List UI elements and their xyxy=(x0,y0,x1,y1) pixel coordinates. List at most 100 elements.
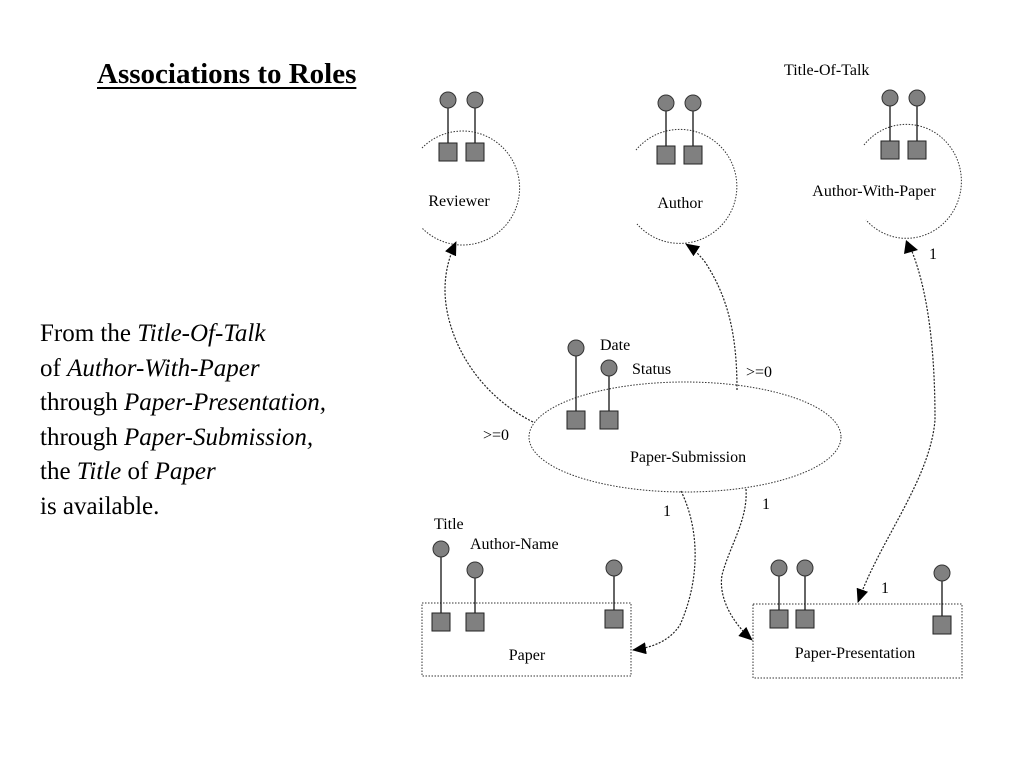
entity-label: Paper-Presentation xyxy=(795,645,916,662)
attribute-square-icon xyxy=(604,609,624,629)
attributes xyxy=(431,89,952,635)
attribute-square-icon xyxy=(465,142,485,162)
attribute-square-icon xyxy=(769,609,789,629)
text-run: the xyxy=(40,458,77,485)
text-run: of xyxy=(121,458,155,485)
description-line: through Paper-Submission, xyxy=(40,421,326,456)
role-author-with-paper[interactable]: Author-With-Paper xyxy=(812,123,962,239)
attribute-circle-icon xyxy=(439,91,457,109)
description-text: From the Title-Of-Talk of Author-With-Pa… xyxy=(40,317,326,524)
attribute-label-author-name: Author-Name xyxy=(470,536,559,553)
attribute-circle-icon xyxy=(567,339,585,357)
attribute-circle-icon xyxy=(770,559,788,577)
attribute-lollipop[interactable] xyxy=(795,559,815,629)
text-run-italic: Paper-Presentation, xyxy=(124,389,327,416)
attribute-square-icon xyxy=(683,145,703,165)
role-label: Reviewer xyxy=(428,193,490,210)
text-run: through xyxy=(40,389,125,416)
attribute-circle-icon xyxy=(908,89,926,107)
attribute-lollipop[interactable] xyxy=(604,559,624,629)
description-line: the Title of Paper xyxy=(40,455,326,490)
entity-paper[interactable]: Paper xyxy=(421,602,632,677)
attribute-circle-icon xyxy=(933,564,951,582)
entity-box xyxy=(752,603,963,679)
text-run-italic: Title-Of-Talk xyxy=(137,320,266,347)
attribute-label-status: Status xyxy=(632,361,671,378)
link-submission-to-presentation xyxy=(720,488,753,641)
attribute-square-icon xyxy=(880,140,900,160)
link-presentation-to-awp xyxy=(856,241,936,603)
attribute-lollipop[interactable] xyxy=(465,91,485,162)
text-run: is available. xyxy=(40,492,160,520)
attribute-lollipop[interactable] xyxy=(465,561,485,632)
text-run-italic: Paper-Submission, xyxy=(124,423,314,451)
text-run: through xyxy=(40,423,125,451)
description-line: From the Title-Of-Talk xyxy=(40,317,326,352)
attribute-label-date: Date xyxy=(600,337,630,354)
attribute-square-icon xyxy=(438,142,458,162)
attribute-square-icon xyxy=(656,145,676,165)
description-line: through Paper-Presentation, xyxy=(40,386,326,421)
role-arc xyxy=(421,130,521,246)
attribute-square-icon xyxy=(431,612,451,632)
attribute-label-title: Title xyxy=(434,516,464,533)
entity-box xyxy=(421,602,632,677)
arrowhead-awp xyxy=(904,240,918,254)
attribute-label-title-of-talk: Title-Of-Talk xyxy=(784,62,869,79)
attribute-circle-icon xyxy=(432,540,450,558)
attribute-lollipop[interactable] xyxy=(769,559,789,629)
attribute-square-icon xyxy=(795,609,815,629)
slide-title: Associations to Roles xyxy=(97,58,357,90)
attribute-lollipop[interactable] xyxy=(566,339,586,430)
link-submission-to-paper xyxy=(632,490,696,655)
association-paper-submission[interactable]: Paper-Submission xyxy=(528,381,842,493)
attribute-circle-icon xyxy=(796,559,814,577)
multiplicity-label: 1 xyxy=(881,580,889,597)
role-arc xyxy=(863,123,962,239)
entity-paper-presentation[interactable]: Paper-Presentation xyxy=(752,603,963,679)
attribute-circle-icon xyxy=(466,91,484,109)
attribute-lollipop[interactable] xyxy=(683,94,703,165)
role-author[interactable]: Author xyxy=(635,128,738,244)
link-submission-to-reviewer xyxy=(444,241,534,423)
attribute-square-icon xyxy=(907,140,927,160)
text-run-italic: Title xyxy=(76,458,122,485)
attribute-square-icon xyxy=(465,612,485,632)
multiplicity-label: >=0 xyxy=(746,364,772,381)
multiplicity-label: 1 xyxy=(762,496,770,513)
association-label: Paper-Submission xyxy=(630,449,746,466)
attribute-lollipop[interactable] xyxy=(431,540,451,632)
multiplicity-label: >=0 xyxy=(483,427,509,444)
multiplicity-label: 1 xyxy=(663,503,671,520)
role-reviewer[interactable]: Reviewer xyxy=(421,130,521,246)
attribute-circle-icon xyxy=(466,561,484,579)
role-label: Author xyxy=(657,195,703,212)
attribute-circle-icon xyxy=(881,89,899,107)
role-label: Author-With-Paper xyxy=(812,183,936,200)
multiplicity-label: 1 xyxy=(929,246,937,263)
text-run: of xyxy=(40,354,68,382)
text-run-italic: Author-With-Paper xyxy=(67,354,260,382)
attribute-circle-icon xyxy=(684,94,702,112)
attribute-circle-icon xyxy=(600,359,618,377)
role-arc xyxy=(635,128,738,244)
attribute-lollipop[interactable] xyxy=(599,359,619,430)
description-line: is available. xyxy=(40,490,326,525)
attribute-lollipop[interactable] xyxy=(907,89,927,160)
attribute-square-icon xyxy=(932,615,952,635)
association-ellipse xyxy=(528,381,842,493)
attribute-lollipop[interactable] xyxy=(880,89,900,160)
attribute-lollipop[interactable] xyxy=(656,94,676,165)
attribute-circle-icon xyxy=(657,94,675,112)
entity-label: Paper xyxy=(509,647,546,664)
attribute-circle-icon xyxy=(605,559,623,577)
attribute-square-icon xyxy=(566,410,586,430)
attribute-lollipop[interactable] xyxy=(438,91,458,162)
link-submission-to-author xyxy=(685,243,738,391)
attribute-lollipop[interactable] xyxy=(932,564,952,635)
description-line: of Author-With-Paper xyxy=(40,352,326,387)
text-run-italic: Paper xyxy=(154,458,216,485)
text-run: From the xyxy=(40,320,138,347)
attribute-square-icon xyxy=(599,410,619,430)
